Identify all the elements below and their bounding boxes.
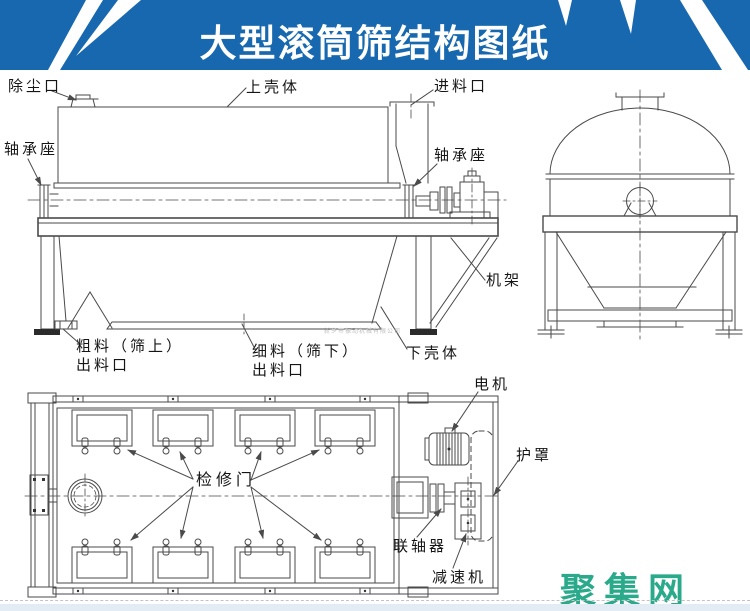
lower-shell-hopper: [54, 235, 398, 335]
label-inspection-door: 检修门: [196, 472, 257, 489]
frame-brace: [429, 237, 498, 328]
door: [234, 538, 296, 584]
side-view-leaders: [27, 87, 486, 350]
fine-outlet-tray: [106, 321, 382, 330]
label-motor: 电机: [474, 377, 511, 393]
bottom-strip: [0, 604, 750, 611]
plan-shaft-bearing-housing: [391, 476, 429, 519]
shaft-circle: [622, 183, 658, 219]
label-upper-shell: 上壳体: [246, 80, 301, 96]
outlet-divider: [67, 291, 113, 329]
white-diagonal-stripes: [48, 0, 748, 70]
top-flange: [615, 92, 665, 111]
door: [152, 409, 214, 455]
plan-left-bearing: [29, 474, 58, 516]
label-coarse-outlet-line2: 出料口: [76, 358, 131, 374]
feed-hopper: [389, 93, 435, 184]
label-feed-inlet: 进料口: [434, 79, 489, 95]
header-banner: 大型滚筒筛结构图纸: [0, 0, 750, 70]
end-legs: [537, 231, 743, 339]
label-fine-outlet-line2: 出料口: [252, 363, 307, 379]
inspection-door-arrows: [127, 449, 322, 541]
door: [234, 409, 296, 455]
plan-motor: [424, 427, 470, 466]
plan-reducer: [454, 476, 482, 546]
label-coupling: 联轴器: [393, 539, 448, 555]
company-watermark: 新乡市振动机械有限公司: [324, 329, 402, 335]
plan-leaders: [416, 391, 519, 569]
page-title: 大型滚筒筛结构图纸: [199, 23, 551, 64]
side-view-drawing: [27, 87, 507, 350]
label-reducer: 减速机: [432, 570, 487, 586]
dome-arc: [549, 107, 731, 175]
end-view-drawing: [537, 89, 743, 343]
support-legs: [34, 235, 498, 335]
drive-train: [415, 167, 499, 227]
dust-port-flange: [67, 94, 99, 108]
screen-rails: [53, 182, 401, 189]
plan-chamber: [56, 407, 395, 584]
label-guard: 护罩: [516, 448, 553, 464]
label-frame: 机架: [486, 273, 523, 289]
end-hopper: [555, 231, 727, 328]
door: [314, 538, 376, 584]
cylinder-band: [549, 178, 731, 217]
label-coarse-outlet: 粗料（筛上） 出料口: [76, 338, 184, 375]
label-fine-outlet: 细料（筛下） 出料口: [252, 343, 360, 380]
label-lower-shell: 下壳体: [406, 346, 461, 362]
plan-guard-outline: [470, 430, 494, 542]
label-dust-port: 除尘口: [8, 79, 63, 95]
bearing-left-block: [37, 184, 59, 219]
header-stripes: [48, 0, 748, 70]
inspection-doors: [71, 409, 376, 584]
plan-coupling: [429, 483, 456, 513]
door: [71, 538, 133, 584]
plan-view-drawing: [24, 391, 519, 598]
door: [152, 538, 214, 584]
bearing-right-block: [402, 184, 417, 219]
door: [314, 409, 376, 455]
base-beam: [37, 217, 499, 237]
end-bottom-beam: [547, 309, 733, 322]
upper-shell-body: [57, 106, 389, 184]
label-coarse-outlet-line1: 粗料（筛上）: [76, 339, 185, 355]
end-beam: [542, 215, 738, 233]
dome-base-band: [545, 173, 735, 180]
label-bearing-right: 轴承座: [434, 148, 489, 164]
rail-bolts: [72, 395, 371, 595]
bottom-dashed-line: [0, 600, 750, 601]
label-fine-outlet-line1: 细料（筛下）: [252, 344, 361, 360]
label-bearing-left: 轴承座: [4, 142, 59, 158]
door: [71, 409, 133, 455]
